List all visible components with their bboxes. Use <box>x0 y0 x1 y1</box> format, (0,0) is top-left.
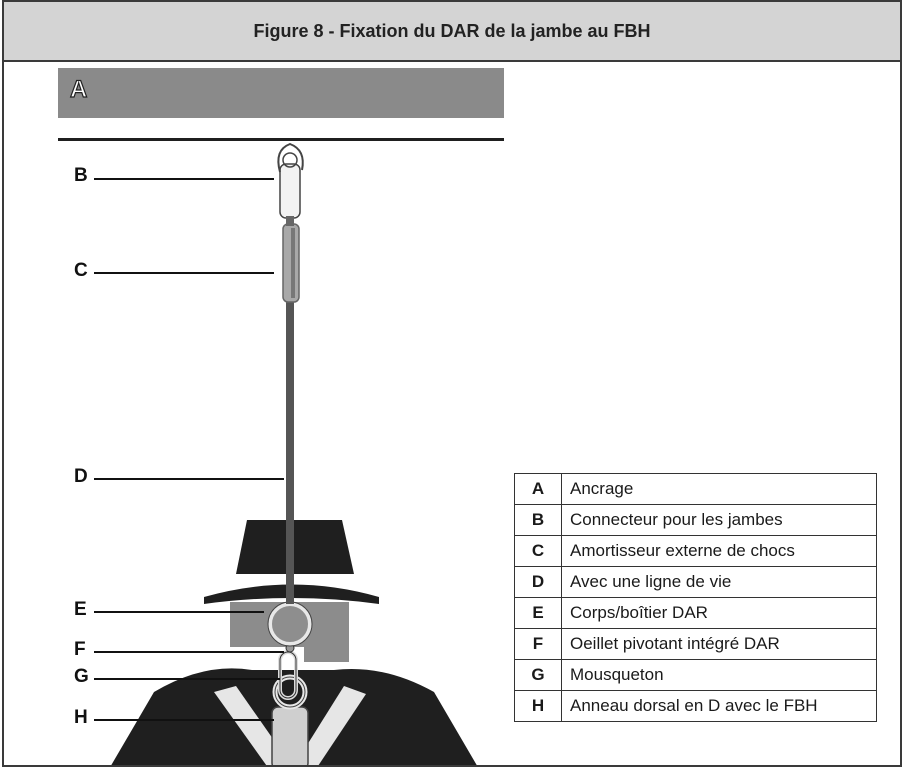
harness-strap-right <box>294 686 366 765</box>
callout-b: B <box>74 165 88 186</box>
legend-text: Connecteur pour les jambes <box>561 504 877 536</box>
legend-text: Mousqueton <box>561 659 877 691</box>
legend-key: G <box>514 659 562 691</box>
anchor-line <box>58 138 504 141</box>
leader-d <box>94 478 284 480</box>
callout-e: E <box>74 599 87 620</box>
leader-f <box>94 651 284 653</box>
worker-hat <box>236 520 354 574</box>
srl-housing <box>268 602 312 646</box>
legend-text: Oeillet pivotant intégré DAR <box>561 628 877 660</box>
legend-key: E <box>514 597 562 629</box>
harness-plate <box>271 706 309 765</box>
legend-text: Anneau dorsal en D avec le FBH <box>561 690 877 722</box>
lifeline <box>286 300 294 604</box>
callout-d: D <box>74 466 88 487</box>
legend-key: A <box>514 473 562 505</box>
leader-b <box>94 178 274 180</box>
legend-key: B <box>514 504 562 536</box>
anchor-bar: A <box>58 68 504 118</box>
leader-e <box>94 611 264 613</box>
snap-hook <box>279 163 301 219</box>
leader-g <box>94 678 280 680</box>
legend-key: F <box>514 628 562 660</box>
callout-h: H <box>74 707 88 728</box>
legend-text: Corps/boîtier DAR <box>561 597 877 629</box>
snap-hook-top <box>277 142 304 173</box>
leader-h <box>94 719 274 721</box>
fall-arrest-illustration <box>111 142 477 765</box>
figure-title: Figure 8 - Fixation du DAR de la jambe a… <box>4 2 900 62</box>
legend-key: H <box>514 690 562 722</box>
callout-f: F <box>74 639 86 660</box>
legend-key: C <box>514 535 562 567</box>
leader-c <box>94 272 274 274</box>
legend-key: D <box>514 566 562 598</box>
callout-g: G <box>74 666 89 687</box>
legend-text: Avec une ligne de vie <box>561 566 877 598</box>
callout-c: C <box>74 260 88 281</box>
legend-text: Amortisseur externe de chocs <box>561 535 877 567</box>
anchor-label: A <box>69 75 88 103</box>
legend-text: Ancrage <box>561 473 877 505</box>
